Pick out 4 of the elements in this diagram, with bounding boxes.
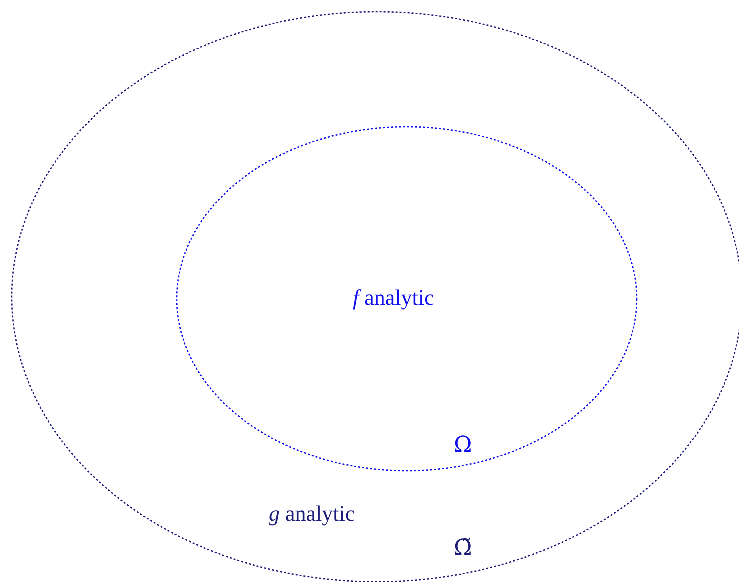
domain-symbol: Ω̃ bbox=[454, 538, 472, 560]
domain-symbol: Ω bbox=[454, 435, 472, 457]
region-label: g analytic bbox=[269, 503, 356, 525]
region-label: f analytic bbox=[353, 287, 434, 309]
